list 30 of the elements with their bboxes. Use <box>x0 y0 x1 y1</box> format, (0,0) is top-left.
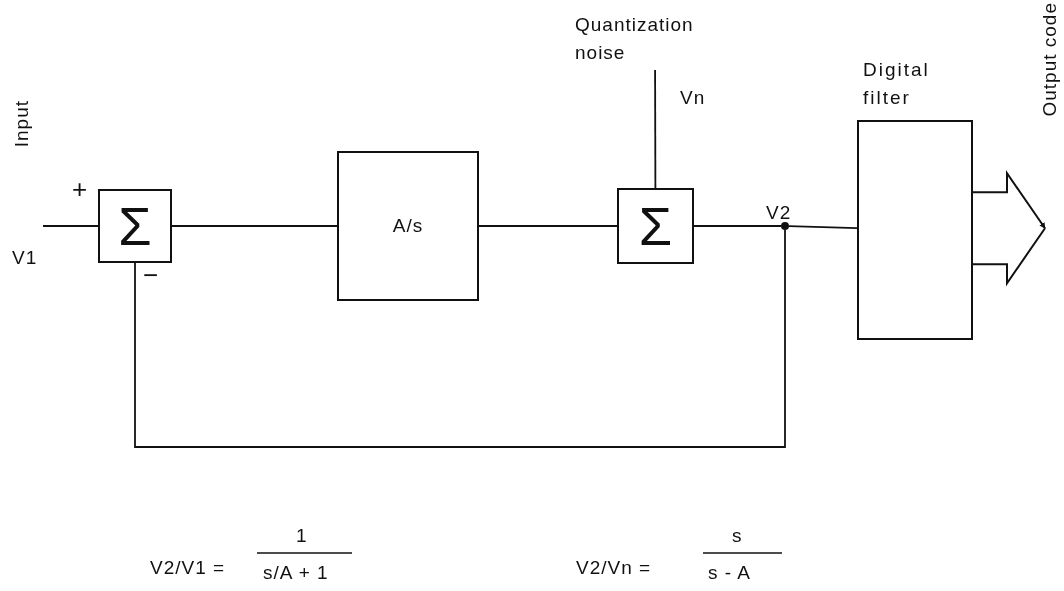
output-label: Output code <box>1040 2 1059 117</box>
numerator: s <box>732 526 743 545</box>
denominator: s - A <box>708 563 751 582</box>
output-bus-arrow <box>972 170 1046 287</box>
signal-label: V1 <box>12 248 38 267</box>
equation-label: V2/Vn = <box>576 558 653 577</box>
block-heading: Digital filter <box>863 58 931 110</box>
signal-line <box>134 229 786 448</box>
signal-label: Vn <box>680 88 706 107</box>
sigma-symbol: Σ <box>118 199 152 253</box>
signal-line <box>42 225 99 227</box>
signal-line <box>693 225 782 227</box>
signal-line <box>171 225 338 227</box>
sigma-symbol: Σ <box>638 199 673 253</box>
block-label: A/s <box>392 215 424 237</box>
input-label: Input <box>12 100 31 148</box>
equation-label: V2/V1 = <box>150 558 227 577</box>
signal-line <box>478 225 618 227</box>
signal-line <box>788 225 858 230</box>
junction-dot <box>781 222 789 230</box>
minus-sign: − <box>143 262 160 288</box>
summing-junction-box <box>98 189 172 263</box>
denominator: s/A + 1 <box>263 563 329 582</box>
signal-line <box>654 69 657 189</box>
signal-label: V2 <box>766 203 792 222</box>
integrator-box <box>337 151 479 301</box>
plus-sign: + <box>72 176 89 202</box>
numerator: 1 <box>296 526 308 545</box>
noise-source-label: Quantization noise <box>575 13 695 65</box>
summing-junction-box <box>617 188 694 264</box>
